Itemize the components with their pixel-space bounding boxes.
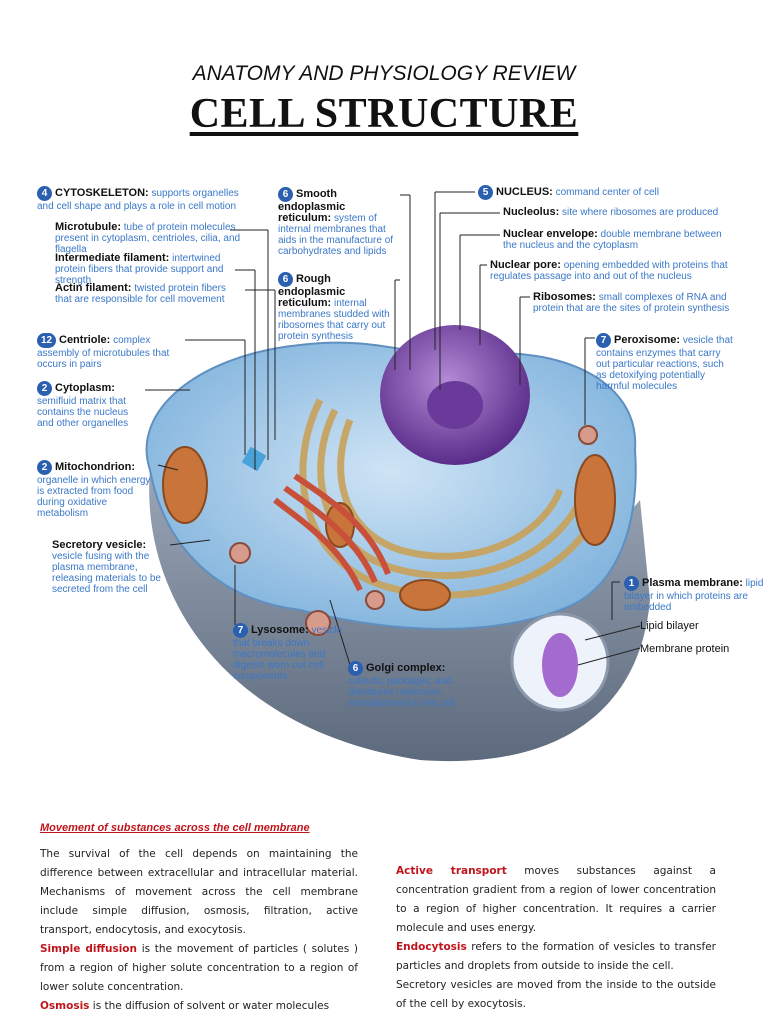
leader-lines bbox=[145, 191, 641, 666]
label-nuclear-pore: Nuclear pore: opening embedded with prot… bbox=[490, 259, 728, 283]
label-ribosomes: Ribosomes: small complexes of RNA and pr… bbox=[533, 291, 730, 315]
endocytosis-paragraph: Endocytosis refers to the formation of v… bbox=[396, 941, 716, 972]
label-lipid-bilayer: Lipid bilayer bbox=[640, 620, 699, 632]
left-column: The survival of the cell depends on main… bbox=[40, 845, 358, 1016]
document-title: CELL STRUCTURE bbox=[189, 91, 579, 137]
active-transport-paragraph: Active transport moves substances agains… bbox=[396, 865, 716, 934]
label-secretory-vesicle: Secretory vesicle: vesicle fusing with t… bbox=[52, 539, 161, 596]
label-nucleolus: Nucleolus: site where ribosomes are prod… bbox=[503, 206, 719, 219]
label-nuclear-envelope: Nuclear envelope: double membrane betwee… bbox=[503, 228, 722, 252]
cell-illustration bbox=[145, 191, 650, 762]
secretory-paragraph: Secretory vesicles are moved from the in… bbox=[396, 979, 716, 1010]
golgi-shape bbox=[273, 473, 391, 592]
badge-2b: 2 bbox=[37, 460, 52, 475]
badge-6: 6 bbox=[278, 187, 293, 202]
badge-1: 1 bbox=[624, 576, 639, 591]
rough-er-shape bbox=[299, 398, 609, 599]
mitochondria-shapes bbox=[162, 446, 616, 611]
label-membrane-protein: Membrane protein bbox=[640, 643, 730, 655]
badge-5: 5 bbox=[478, 185, 493, 200]
document-subtitle: ANATOMY AND PHYSIOLOGY REVIEW bbox=[192, 62, 576, 85]
active-transport-term: Active transport bbox=[396, 865, 507, 877]
label-intermediate-filament: Intermediate filament: intertwined prote… bbox=[55, 252, 224, 287]
badge-4: 4 bbox=[37, 186, 52, 201]
osmosis-paragraph: Osmosis is the diffusion of solvent or w… bbox=[40, 1000, 330, 1012]
endocytosis-term: Endocytosis bbox=[396, 941, 467, 953]
osmosis-term: Osmosis bbox=[40, 1000, 90, 1012]
centriole-shape bbox=[241, 446, 267, 472]
membrane-protein-shape bbox=[542, 633, 578, 697]
right-column: Active transport moves substances agains… bbox=[396, 862, 716, 1014]
badge-6b: 6 bbox=[278, 272, 293, 287]
section-title: Movement of substances across the cell m… bbox=[40, 822, 310, 834]
badge-6c: 6 bbox=[348, 661, 363, 676]
badge-7: 7 bbox=[596, 333, 611, 348]
simple-diffusion-term: Simple diffusion bbox=[40, 943, 137, 955]
badge-12: 12 bbox=[37, 333, 56, 348]
badge-7b: 7 bbox=[233, 623, 248, 638]
label-microtubule: Microtubule: tube of protein molecules p… bbox=[55, 221, 241, 256]
label-actin-filament: Actin filament: twisted protein fibers t… bbox=[55, 282, 226, 306]
intro-paragraph: The survival of the cell depends on main… bbox=[40, 848, 358, 936]
simple-diffusion-paragraph: Simple diffusion is the movement of part… bbox=[40, 943, 358, 993]
badge-2: 2 bbox=[37, 381, 52, 396]
vesicle-shapes bbox=[229, 425, 598, 636]
nucleolus-shape bbox=[427, 381, 483, 429]
